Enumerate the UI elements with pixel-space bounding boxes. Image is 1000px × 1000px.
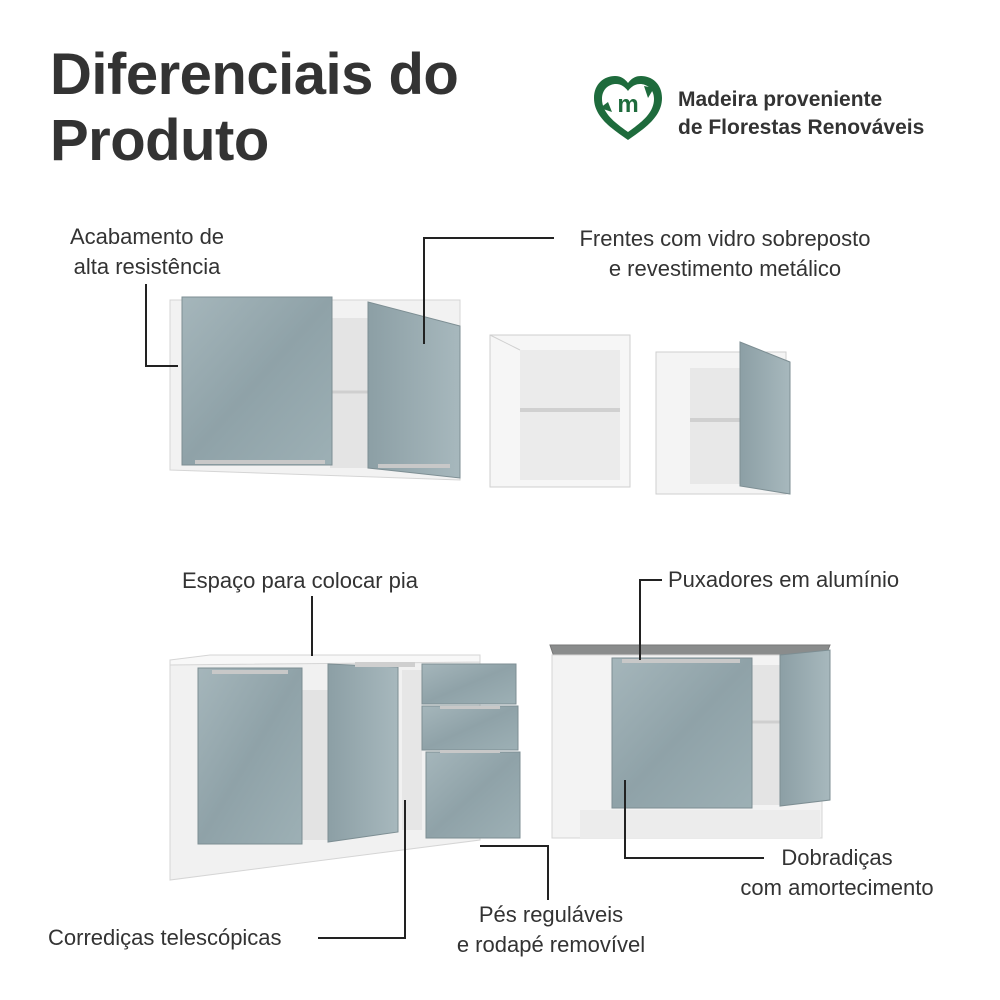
callout-dobradicas (624, 780, 764, 859)
lower-cabinet-sink (169, 654, 521, 881)
label-espaco-pia: Espaço para colocar pia (182, 568, 419, 593)
label-frentes: Frentes com vidro sobreposto e revestime… (579, 226, 871, 281)
eco-text: Madeira proveniente de Florestas Renováv… (678, 86, 924, 142)
callout-pes (480, 845, 549, 900)
label-puxadores: Puxadores em alumínio (668, 567, 900, 592)
upper-cabinet-single (655, 341, 791, 495)
upper-cabinet-open (489, 334, 631, 488)
callout-acabamento (145, 284, 178, 367)
eco-line-2: de Florestas Renováveis (678, 116, 925, 139)
eco-line-1: Madeira proveniente (678, 88, 883, 111)
callout-frentes (423, 237, 554, 344)
callout-corredicas (318, 800, 406, 939)
page-title: Diferenciais do Produto (50, 42, 550, 174)
callout-puxadores (639, 579, 662, 660)
eco-badge: m Madeira proveniente de Florestas Renov… (588, 72, 978, 152)
label-acabamento: Acabamento de alta resistência (69, 224, 225, 279)
label-corredicas: Corrediças telescópicas (48, 925, 282, 950)
title-line-2: Produto (50, 108, 269, 173)
callout-lines (145, 237, 764, 939)
lower-cabinet-countertop (549, 644, 831, 839)
label-pes: Pés reguláveis e rodapé removível (456, 902, 646, 957)
label-dobradicas: Dobradiças com amortecimento (740, 845, 934, 900)
title-line-1: Diferenciais do (50, 42, 459, 107)
upper-cabinet-wide (169, 296, 461, 481)
recycle-m-icon: m (594, 76, 662, 140)
eco-icon-letter: m (617, 91, 638, 118)
